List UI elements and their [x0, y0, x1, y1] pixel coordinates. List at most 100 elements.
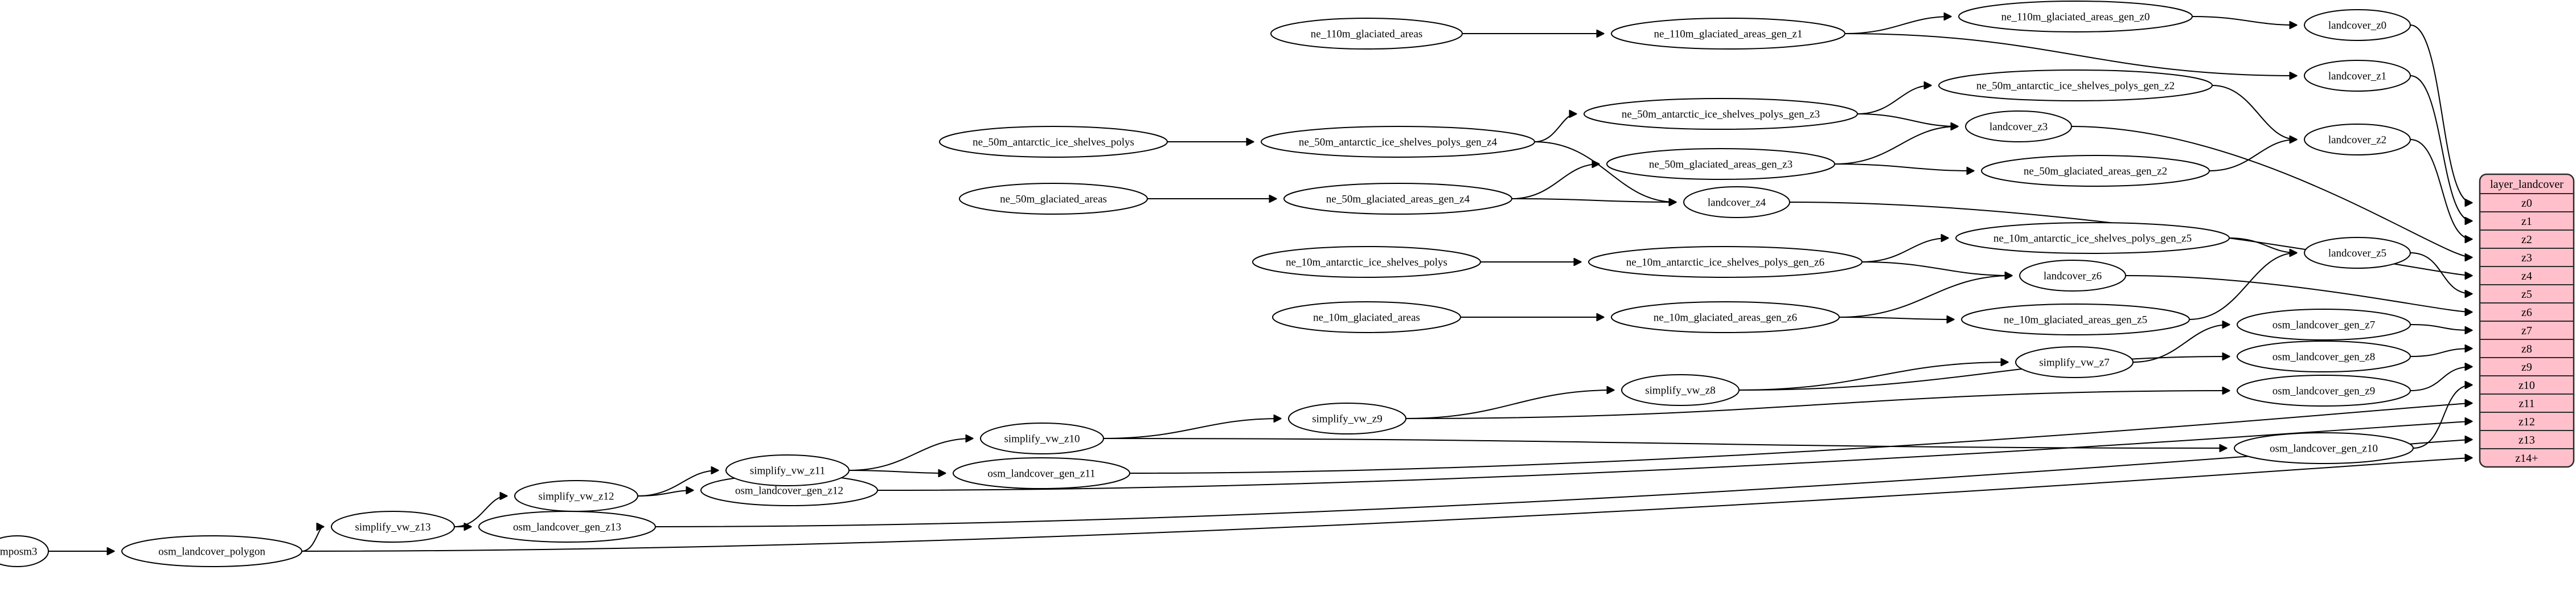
node-label: simplify_vw_z13 [355, 522, 431, 534]
node-shape [2234, 432, 2414, 464]
node-label: ne_50m_glaciated_areas_gen_z2 [2024, 166, 2167, 178]
node-osm_landcover_gen_z10[interactable]: osm_landcover_gen_z10 [2234, 432, 2414, 464]
node-osm_landcover_gen_z8[interactable]: osm_landcover_gen_z8 [2237, 341, 2411, 372]
node-simplify_vw_z10[interactable]: simplify_vw_z10 [980, 423, 1104, 454]
node-ne_50m_antarctic_ice_shelves_polys_gen_z2[interactable]: ne_50m_antarctic_ice_shelves_polys_gen_z… [1938, 69, 2213, 101]
node-landcover_z0[interactable]: landcover_z0 [2304, 9, 2411, 41]
layer-table-row-z10[interactable]: z10 [2518, 379, 2535, 392]
layer-table-row-z0[interactable]: z0 [2521, 197, 2532, 210]
node-landcover_z4[interactable]: landcover_z4 [1683, 186, 1790, 218]
layer-table-row-z5[interactable]: z5 [2521, 288, 2532, 301]
node-shape [980, 423, 1104, 454]
node-simplify_vw_z13[interactable]: simplify_vw_z13 [331, 511, 455, 543]
layer-table-row-z2[interactable]: z2 [2521, 233, 2532, 246]
node-ne_110m_glaciated_areas_gen_z1[interactable]: ne_110m_glaciated_areas_gen_z1 [1611, 18, 1845, 50]
node-ne_10m_glaciated_areas_gen_z6[interactable]: ne_10m_glaciated_areas_gen_z6 [1611, 301, 1840, 333]
node-imposm3[interactable]: imposm3 [0, 535, 49, 567]
node-osm_landcover_gen_z13[interactable]: osm_landcover_gen_z13 [478, 511, 656, 543]
node-shape [2015, 346, 2134, 378]
edge-ne_10m_glaciated_areas_gen_z6-to-landcover_z6 [1839, 276, 2012, 318]
layer-table-row-z9[interactable]: z9 [2521, 361, 2532, 374]
layer-table-row-z12[interactable]: z12 [2518, 416, 2535, 428]
node-shape [953, 457, 1130, 489]
node-label: landcover_z0 [2328, 20, 2386, 32]
node-ne_110m_glaciated_areas[interactable]: ne_110m_glaciated_areas [1270, 18, 1463, 50]
node-ne_10m_antarctic_ice_shelves_polys[interactable]: ne_10m_antarctic_ice_shelves_polys [1252, 246, 1481, 278]
node-label: simplify_vw_z7 [2039, 357, 2110, 369]
node-ne_110m_glaciated_areas_gen_z0[interactable]: ne_110m_glaciated_areas_gen_z0 [1958, 1, 2193, 32]
node-label: osm_landcover_gen_z8 [2273, 351, 2375, 363]
node-shape [2304, 237, 2411, 269]
layer-table-row-z6[interactable]: z6 [2521, 306, 2532, 319]
node-shape [1938, 69, 2213, 101]
node-osm_landcover_gen_z12[interactable]: osm_landcover_gen_z12 [700, 474, 878, 506]
node-landcover_z5[interactable]: landcover_z5 [2304, 237, 2411, 269]
layer-table-row-z4[interactable]: z4 [2521, 270, 2532, 282]
node-label: landcover_z5 [2328, 248, 2386, 260]
node-ne_10m_antarctic_ice_shelves_polys_gen_z5[interactable]: ne_10m_antarctic_ice_shelves_polys_gen_z… [1955, 222, 2230, 254]
node-ne_50m_glaciated_areas_gen_z2[interactable]: ne_50m_glaciated_areas_gen_z2 [1981, 155, 2210, 187]
node-osm_landcover_gen_z11[interactable]: osm_landcover_gen_z11 [953, 457, 1130, 489]
node-simplify_vw_z9[interactable]: simplify_vw_z9 [1288, 403, 1406, 434]
node-shape [1621, 374, 1740, 406]
node-landcover_z1[interactable]: landcover_z1 [2304, 60, 2411, 92]
node-shape [1272, 301, 1461, 333]
edge-simplify_vw_z9-to-osm_landcover_gen_z9 [1405, 391, 2229, 419]
node-label: osm_landcover_gen_z13 [513, 522, 621, 534]
node-ne_50m_antarctic_ice_shelves_polys_gen_z3[interactable]: ne_50m_antarctic_ice_shelves_polys_gen_z… [1584, 98, 1858, 130]
node-osm_landcover_gen_z9[interactable]: osm_landcover_gen_z9 [2237, 375, 2411, 407]
edge-ne_50m_glaciated_areas_gen_z3-to-landcover_z3 [1834, 126, 1958, 165]
node-ne_50m_glaciated_areas[interactable]: ne_50m_glaciated_areas [959, 183, 1148, 215]
node-ne_10m_antarctic_ice_shelves_polys_gen_z6[interactable]: ne_10m_antarctic_ice_shelves_polys_gen_z… [1588, 246, 1863, 278]
node-shape [1252, 246, 1481, 278]
node-ne_10m_glaciated_areas[interactable]: ne_10m_glaciated_areas [1272, 301, 1461, 333]
node-shape [514, 480, 638, 512]
node-landcover_z3[interactable]: landcover_z3 [1965, 110, 2072, 142]
node-osm_landcover_polygon[interactable]: osm_landcover_polygon [121, 535, 302, 567]
edge-ne_10m_antarctic_ice_shelves_polys_gen_z6-to-ne_10m_antarctic_ice_shelves_polys_gen_z5 [1861, 238, 1948, 263]
node-ne_50m_glaciated_areas_gen_z3[interactable]: ne_50m_glaciated_areas_gen_z3 [1606, 148, 1835, 180]
edge-ne_110m_glaciated_areas_gen_z1-to-ne_110m_glaciated_areas_gen_z0 [1844, 17, 1951, 34]
edge-simplify_vw_z8-to-simplify_vw_z7 [1738, 362, 2008, 391]
node-label: osm_landcover_polygon [158, 546, 265, 558]
node-ne_50m_antarctic_ice_shelves_polys[interactable]: ne_50m_antarctic_ice_shelves_polys [939, 126, 1168, 158]
node-ne_50m_glaciated_areas_gen_z4[interactable]: ne_50m_glaciated_areas_gen_z4 [1283, 183, 1512, 215]
node-label: landcover_z4 [1708, 197, 1766, 209]
node-simplify_vw_z7[interactable]: simplify_vw_z7 [2015, 346, 2134, 378]
edge-landcover_z6-to-layer_landcover.z6 [2125, 275, 2472, 312]
edge-ne_50m_antarctic_ice_shelves_polys_gen_z3-to-landcover_z3 [1857, 113, 1958, 126]
edge-ne_110m_glaciated_areas_gen_z1-to-landcover_z1 [1844, 33, 2296, 76]
layer-table-row-z1[interactable]: z1 [2521, 215, 2532, 228]
node-landcover_z6[interactable]: landcover_z6 [2019, 260, 2126, 292]
edge-simplify_vw_z8-to-osm_landcover_gen_z8 [1738, 356, 2229, 391]
node-shape [939, 126, 1168, 158]
node-simplify_vw_z8[interactable]: simplify_vw_z8 [1621, 374, 1740, 406]
edge-ne_50m_antarctic_ice_shelves_polys_gen_z3-to-ne_50m_antarctic_ice_shelves_polys_gen_z2 [1857, 85, 1931, 114]
layer-table-row-z7[interactable]: z7 [2521, 325, 2532, 337]
node-layer: imposm3 osm_landcover_polygon simplify_vw_… [0, 1, 2414, 567]
layer-table-row-z11[interactable]: z11 [2518, 397, 2534, 410]
node-ne_50m_antarctic_ice_shelves_polys_gen_z4[interactable]: ne_50m_antarctic_ice_shelves_polys_gen_z… [1261, 126, 1535, 158]
layer-table-row-z3[interactable]: z3 [2521, 252, 2532, 264]
node-shape [2304, 9, 2411, 41]
node-simplify_vw_z11[interactable]: simplify_vw_z11 [725, 454, 850, 486]
layer-table-row-z14+[interactable]: z14+ [2515, 452, 2538, 465]
node-label: landcover_z1 [2328, 71, 2386, 83]
node-label: landcover_z6 [2044, 270, 2102, 282]
node-label: ne_10m_antarctic_ice_shelves_polys_gen_z… [1626, 257, 1824, 269]
edge-ne_10m_glaciated_areas_gen_z6-to-ne_10m_glaciated_areas_gen_z5 [1839, 317, 1954, 319]
node-shape [1606, 148, 1835, 180]
layer-table-row-z8[interactable]: z8 [2521, 343, 2532, 355]
edge-ne_50m_antarctic_ice_shelves_polys_gen_z4-to-landcover_z4 [1534, 141, 1676, 202]
node-label: ne_50m_antarctic_ice_shelves_polys_gen_z… [1622, 109, 1820, 121]
layer-table[interactable]: layer_landcoverz0z1z2z3z4z5z6z7z8z9z10z1… [2479, 173, 2575, 468]
node-label: landcover_z2 [2328, 134, 2386, 146]
node-simplify_vw_z12[interactable]: simplify_vw_z12 [514, 480, 638, 512]
layer-table-row-z13[interactable]: z13 [2518, 434, 2535, 446]
node-shape [1955, 222, 2230, 254]
node-landcover_z2[interactable]: landcover_z2 [2304, 124, 2411, 155]
node-osm_landcover_gen_z7[interactable]: osm_landcover_gen_z7 [2237, 309, 2411, 341]
node-ne_10m_glaciated_areas_gen_z5[interactable]: ne_10m_glaciated_areas_gen_z5 [1961, 304, 2190, 335]
